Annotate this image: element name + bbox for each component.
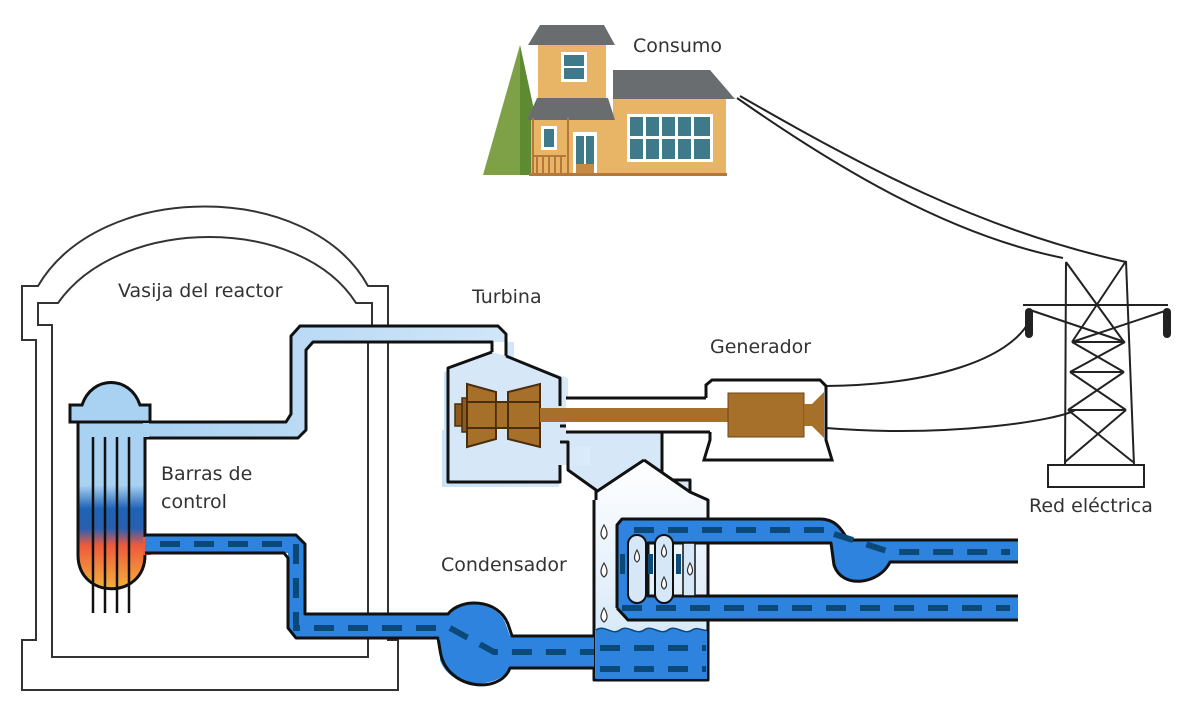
power-lines: [736, 95, 1127, 432]
feedwater-pipe: [145, 533, 594, 687]
roof-porch: [527, 98, 615, 120]
roof-right: [613, 70, 735, 99]
insulator-left: [1025, 308, 1033, 338]
label-control-rods-1: Barras de: [161, 463, 252, 485]
generator: [540, 378, 835, 462]
control-rods: [91, 437, 131, 613]
label-generator: Generador: [710, 336, 811, 358]
label-grid: Red eléctrica: [1029, 495, 1153, 517]
label-consumption: Consumo: [633, 35, 722, 57]
insulator-right: [1163, 308, 1171, 338]
cooling-water-loop: [600, 517, 1018, 623]
label-turbine: Turbina: [471, 286, 542, 308]
condensate-droplets: [600, 523, 694, 623]
roof-top: [528, 25, 615, 45]
transmission-tower: [1023, 260, 1169, 488]
label-reactor-vessel: Vasija del reactor: [118, 280, 283, 302]
label-control-rods-2: control: [161, 491, 227, 513]
reactor-core: [68, 381, 152, 613]
label-condenser: Condensador: [441, 554, 567, 576]
house-illustration: [483, 25, 735, 176]
